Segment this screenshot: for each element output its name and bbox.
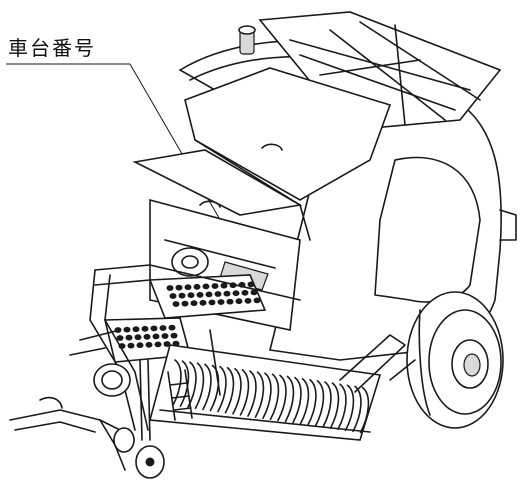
perforation-hole [175, 284, 183, 291]
perforation-hole [193, 283, 201, 290]
pickup-tine [239, 369, 250, 416]
pickup-tine [254, 371, 265, 418]
perforation-hole [168, 324, 176, 331]
callout-label: 車台番号 [8, 36, 96, 60]
perforation-hole [161, 333, 169, 339]
pickup-tine [292, 376, 302, 424]
pickup-tine [247, 370, 257, 417]
perforation-hole [205, 291, 213, 298]
perforation-hole [125, 334, 133, 341]
perforation-hole [235, 298, 243, 305]
pickup-tine [224, 366, 235, 414]
perforation-hole [132, 326, 140, 333]
perforation-hole [202, 283, 210, 290]
jack-stand [99, 359, 165, 479]
pickup-tine [314, 380, 325, 427]
perforation-hole [220, 282, 228, 289]
perforation-hole [169, 293, 177, 299]
perforation-hole [150, 325, 158, 332]
perforation-hole [208, 299, 216, 306]
perforation-hole [134, 334, 142, 341]
perforation-hole [214, 291, 222, 297]
side-linkage [209, 329, 416, 396]
pickup-tine [284, 375, 295, 423]
perforation-hole [141, 325, 149, 332]
pickup-tine [194, 362, 205, 410]
perforation-hole [232, 290, 240, 297]
top-frame [238, 11, 502, 131]
perforation-hole [241, 289, 249, 296]
perforation-hole [187, 292, 195, 299]
perforation-hole [190, 300, 198, 307]
perforation-hole [250, 289, 258, 296]
perforation-hole [163, 341, 171, 347]
pickup-tine [262, 372, 272, 419]
perforation-hole [211, 283, 219, 289]
pickup-tine [322, 381, 332, 428]
pickup-tine [337, 383, 347, 430]
perforation-hole [184, 284, 192, 291]
perforation-hole [154, 341, 162, 348]
pickup-tine [202, 363, 212, 411]
pickup-tine [299, 377, 310, 425]
ladder [167, 369, 193, 421]
perforation-hole [127, 342, 135, 349]
pickup-reel [148, 344, 382, 441]
perforation-hole [199, 299, 207, 306]
pickup-tine [307, 379, 317, 426]
pickup-tine [329, 382, 340, 429]
perforation-hole [143, 333, 151, 340]
perforation-hole [217, 299, 225, 305]
perforation-hole [247, 281, 255, 288]
pickup-tine [269, 373, 280, 421]
perforation-hole [116, 335, 124, 341]
perforation-hole [159, 325, 167, 331]
step-plate-upper [148, 274, 267, 319]
pickup-tine [344, 384, 355, 432]
perforation-hole [172, 301, 180, 307]
perforation-hole [123, 326, 131, 333]
perforation-hole [253, 297, 261, 304]
pickup-tine [359, 386, 370, 434]
front-cover [132, 67, 392, 241]
perforation-hole [152, 333, 160, 340]
perforation-hole [166, 285, 174, 291]
tire [406, 291, 504, 429]
pickup-tine [172, 359, 182, 406]
perforation-hole [181, 300, 189, 307]
pickup-tine [179, 360, 190, 407]
pickup-tine [217, 365, 227, 413]
perforation-hole [223, 290, 231, 297]
pickup-tine [277, 374, 287, 422]
perforation-hole [170, 332, 178, 339]
perforation-hole [136, 342, 144, 349]
pickup-tine [352, 385, 362, 433]
perforation-hole [178, 292, 186, 299]
drawbar [9, 264, 301, 433]
perforation-hole [145, 341, 153, 348]
pickup-tine [232, 368, 242, 415]
perforation-hole [226, 298, 234, 305]
perforation-hole [196, 291, 204, 298]
perforation-hole [244, 297, 252, 304]
